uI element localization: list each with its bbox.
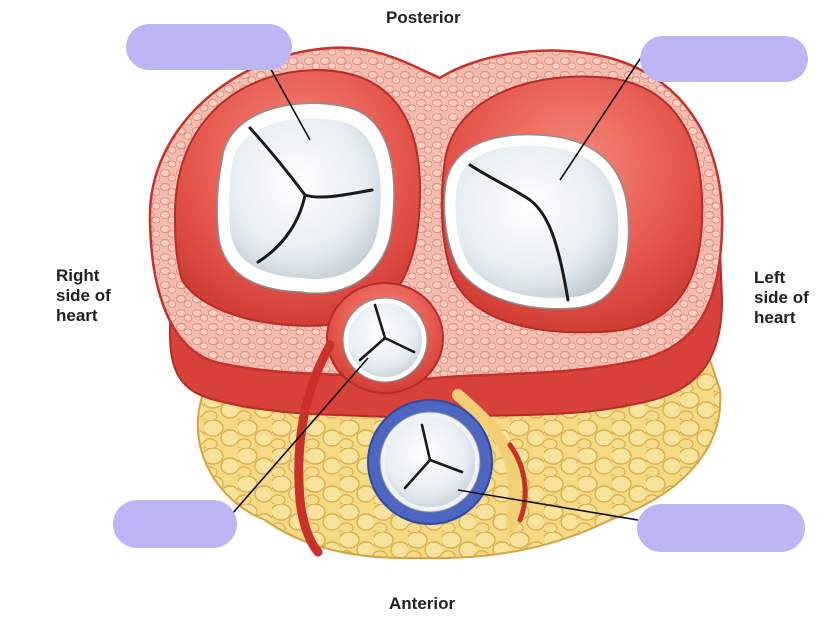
aortic-commissures	[403, 423, 464, 490]
right-coronary-artery	[294, 340, 335, 557]
blank-label-top-right[interactable]	[640, 36, 808, 82]
left-side-label: Left side of heart	[754, 268, 809, 327]
leader-line-tricuspid	[267, 63, 311, 141]
blank-label-bottom-left[interactable]	[113, 500, 237, 548]
leader-line-aortic	[457, 489, 639, 521]
posterior-label: Posterior	[386, 8, 461, 27]
left-coronary-artery	[452, 389, 521, 531]
mitral-commissure	[468, 163, 570, 302]
blank-label-top-left[interactable]	[126, 24, 292, 70]
anterior-label: Anterior	[389, 594, 456, 613]
leader-line-mitral	[559, 55, 643, 181]
left-coronary-artery-inner	[507, 442, 528, 523]
leader-line-pulmonary	[231, 357, 369, 515]
tricuspid-commissures	[248, 126, 374, 264]
pulmonary-leaflets	[348, 303, 422, 377]
pulmonary-commissures	[358, 303, 416, 362]
right-side-label: Right side of heart	[56, 266, 111, 325]
blank-label-bottom-right[interactable]	[637, 504, 805, 552]
aortic-leaflets	[385, 417, 475, 507]
mitral-leaflets	[455, 145, 619, 298]
